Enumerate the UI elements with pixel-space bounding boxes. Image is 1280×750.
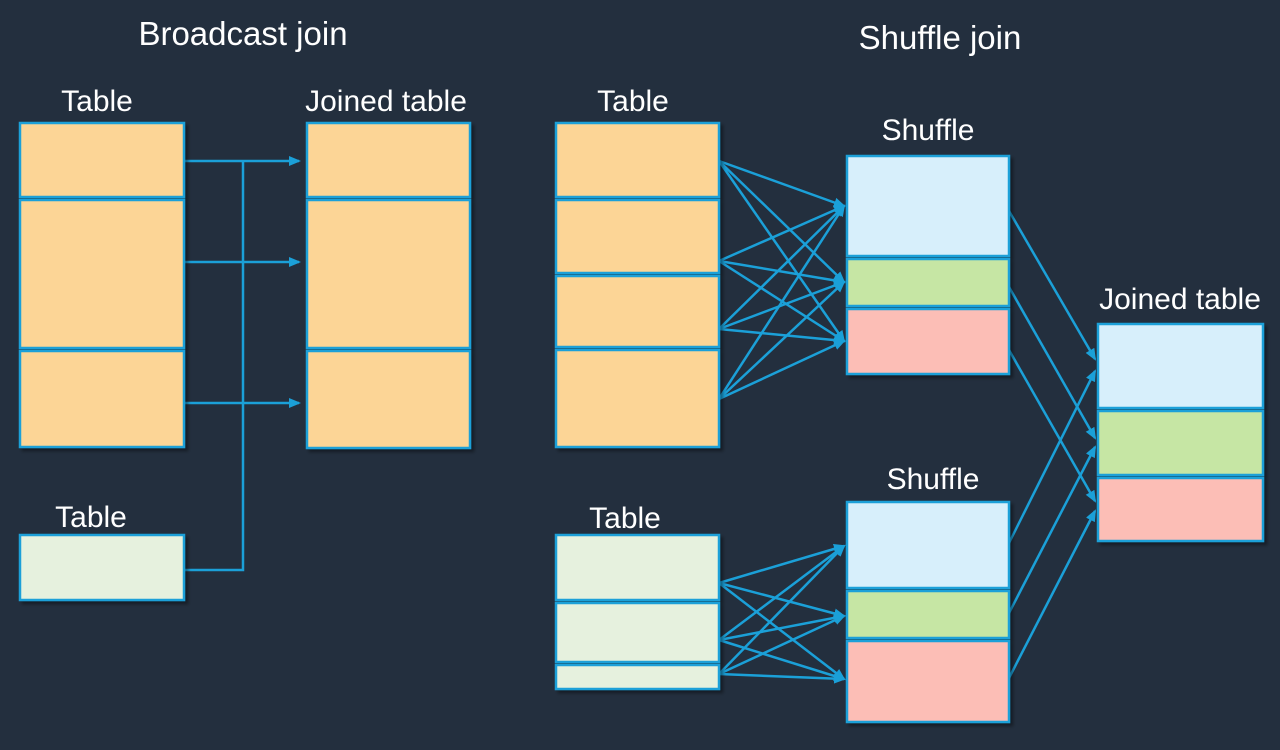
- shuffle-bottom-to-joined-blue: [1007, 369, 1097, 544]
- broadcast-links: [184, 156, 301, 572]
- shuffle-bottom-bucket-blue: [845, 500, 1011, 590]
- shuffle-bottom-label: Shuffle: [887, 463, 980, 496]
- fan-bottom-r3-green: [718, 614, 846, 676]
- fan-top-r3-pink: [718, 327, 846, 346]
- fan-top-r1-green: [718, 160, 846, 284]
- broadcast-small-table: [18, 533, 186, 602]
- shuffle-top-bucket-pink: [845, 307, 1011, 376]
- shuffle-top-table-segment-2: [554, 198, 721, 275]
- fan-top-r3-blue: [718, 204, 846, 330]
- broadcast-joined-table-segment-2: [305, 198, 472, 350]
- shuffle-bottom-table-segment-2: [554, 601, 721, 664]
- shuffle-title: Shuffle join: [859, 19, 1022, 56]
- fan-top-r4-green: [718, 280, 846, 400]
- fan-top-r1-pink: [717, 160, 846, 343]
- shuffle-joined-table-segment-blue: [1096, 322, 1265, 410]
- shuffle-joined-table-segment-pink: [1096, 476, 1265, 543]
- fan-bottom-r2-blue: [718, 544, 846, 641]
- fan-top-r2-blue: [718, 204, 846, 263]
- fan-bottom-r3-blue: [718, 544, 846, 675]
- fan-bottom-r1-blue: [718, 544, 846, 585]
- shuffle-joined-table-label: Joined table: [1099, 283, 1261, 316]
- broadcast-small-table-elbow-line: [184, 161, 245, 572]
- broadcast-big-table-label: Table: [61, 85, 133, 118]
- shuffle-bottom-table-segment-1: [554, 533, 721, 602]
- broadcast-big-table-segment-2: [18, 198, 186, 350]
- shuffle-bottom-table-label: Table: [589, 502, 661, 535]
- fan-top-r2-green: [718, 259, 846, 286]
- shuffle-top-table-segment-4: [554, 348, 721, 449]
- fan-top-r4-blue: [717, 204, 846, 400]
- shuffle-bottom-to-joined-green: [1007, 445, 1097, 614]
- shuffle-top-label: Shuffle: [882, 114, 975, 147]
- fan-bottom-r1-pink: [718, 582, 846, 681]
- broadcast-big-table-segment-1: [18, 121, 186, 199]
- fan-bottom-r2-green: [718, 612, 846, 642]
- broadcast-boxes: [18, 121, 472, 602]
- fan-bottom-r3-pink: [718, 672, 846, 684]
- shuffle-bottom-to-joined-pink: [1007, 509, 1097, 679]
- shuffle-joined-table-segment-green: [1096, 409, 1265, 477]
- broadcast-labels: Broadcast join Table Joined table Table: [55, 15, 467, 534]
- fan-top-r3-green: [718, 280, 846, 331]
- shuffle-top-table-segment-3: [554, 274, 721, 349]
- broadcast-joined-table-segment-3: [305, 349, 472, 450]
- broadcast-join-panel: Broadcast join Table Joined table Table: [18, 15, 472, 602]
- shuffle-links: [717, 159, 1097, 684]
- shuffle-top-table-segment-1: [554, 121, 721, 199]
- shuffle-boxes: [554, 121, 1265, 724]
- shuffle-top-bucket-blue: [845, 154, 1011, 258]
- shuffle-top-bucket-green: [845, 257, 1011, 308]
- shuffle-bottom-bucket-green: [845, 589, 1011, 640]
- shuffle-top-to-joined-green: [1007, 286, 1097, 440]
- fan-top-r1-blue: [718, 159, 846, 208]
- shuffle-top-table-label: Table: [597, 85, 669, 118]
- fan-top-r4-pink: [718, 339, 846, 401]
- shuffle-bottom-table-segment-3: [554, 663, 721, 691]
- broadcast-small-table-label: Table: [55, 501, 127, 534]
- fan-bottom-r2-pink: [718, 638, 846, 681]
- broadcast-title: Broadcast join: [138, 15, 347, 52]
- shuffle-join-panel: Shuffle join Table Shuffle Table Shuffle…: [554, 19, 1265, 724]
- fan-bottom-r1-green: [718, 581, 846, 619]
- broadcast-joined-table-label: Joined table: [305, 85, 467, 118]
- shuffle-labels: Shuffle join Table Shuffle Table Shuffle…: [589, 19, 1261, 535]
- broadcast-big-table-segment-3: [18, 349, 186, 449]
- broadcast-joined-table-segment-1: [305, 121, 472, 199]
- shuffle-top-to-joined-blue: [1007, 210, 1097, 361]
- shuffle-bottom-bucket-pink: [845, 639, 1011, 724]
